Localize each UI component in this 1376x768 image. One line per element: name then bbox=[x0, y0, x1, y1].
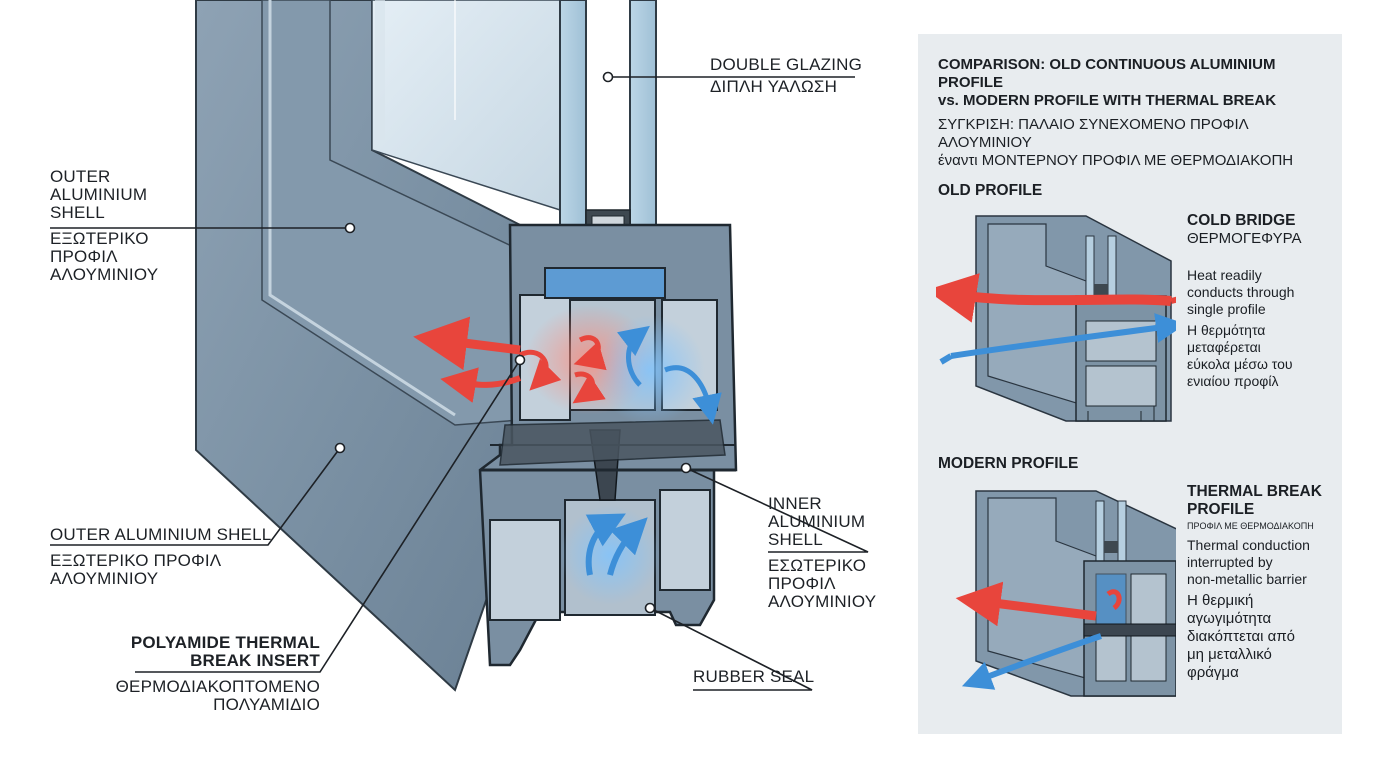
panel-title-gr-2: έναντι ΜΟΝΤΕΡΝΟΥ ΠΡΟΦΙΛ ΜΕ ΘΕΡΜΟΔΙΑΚΟΠΗ bbox=[938, 152, 1294, 169]
old-profile-desc: Heat readily conducts through single pro… bbox=[1187, 267, 1294, 390]
hot-flow-arrow-icon bbox=[413, 316, 607, 404]
panel-title: COMPARISON: OLD CONTINUOUS ALUMINIUM PRO… bbox=[938, 56, 1342, 170]
panel-title-en-1: COMPARISON: OLD CONTINUOUS ALUMINIUM PRO… bbox=[938, 56, 1276, 91]
old-profile-illustration bbox=[936, 215, 1176, 422]
inner-shell-gr-1: ΕΣΩΤΕΡΙΚΟ bbox=[768, 556, 867, 575]
label-polyamide: POLYAMIDE THERMAL BREAK INSERT ΘΕΡΜΟΔΙΑΚ… bbox=[100, 634, 320, 714]
polyamide-en-1: POLYAMIDE THERMAL bbox=[130, 633, 320, 652]
label-inner-shell: INNER ALUMINIUM SHELL ΕΣΩΤΕΡΙΚΟ ΠΡΟΦΙΛ Α… bbox=[768, 495, 876, 611]
outer-shell-top-en-3: SHELL bbox=[50, 203, 105, 222]
inner-shell-en-3: SHELL bbox=[768, 530, 823, 549]
outer-shell-top-gr-2: ΠΡΟΦΙΛ bbox=[50, 247, 118, 266]
inner-shell-en-1: INNER bbox=[768, 494, 822, 513]
thermal-break-gr: ΠΡΟΦΙΛ ΜΕ ΘΕΡΜΟΔΙΑΚΟΠΗ bbox=[1187, 521, 1314, 531]
label-double-glazing: DOUBLE GLAZING ΔΙΠΛΗ ΥΑΛΩΣΗ bbox=[710, 56, 862, 96]
old-desc-gr-1: Η θερμότητα bbox=[1187, 322, 1266, 338]
modern-profile-illustration bbox=[955, 490, 1176, 697]
old-desc-en-1: Heat readily bbox=[1187, 267, 1262, 283]
comparison-panel: COMPARISON: OLD CONTINUOUS ALUMINIUM PRO… bbox=[918, 34, 1342, 734]
outer-shell-bottom-en: OUTER ALUMINIUM SHELL bbox=[50, 525, 272, 544]
old-desc-gr-2: μεταφέρεται bbox=[1187, 339, 1261, 355]
polyamide-en-2: BREAK INSERT bbox=[190, 651, 320, 670]
old-profile-heading: OLD PROFILE bbox=[938, 182, 1043, 199]
leader-dot-icon bbox=[334, 71, 692, 614]
polyamide-gr-2: ΠΟΛΥΑΜΙΔΙΟ bbox=[213, 695, 320, 714]
modern-desc-gr-2: αγωγιμότητα bbox=[1187, 610, 1272, 627]
modern-desc-gr-1: Η θερμική bbox=[1187, 592, 1254, 609]
modern-desc-en-2: interrupted by bbox=[1187, 554, 1273, 570]
window-profile-illustration bbox=[50, 0, 869, 692]
old-desc-en-3: single profile bbox=[1187, 301, 1266, 317]
label-double-glazing-en: DOUBLE GLAZING bbox=[710, 55, 863, 74]
inner-shell-gr-2: ΠΡΟΦΙΛ bbox=[768, 574, 836, 593]
modern-desc-gr-3: διακόπτεται από bbox=[1187, 628, 1296, 645]
modern-profile-desc: Thermal conduction interrupted by non-me… bbox=[1187, 537, 1310, 682]
panel-title-en-2: vs. MODERN PROFILE WITH THERMAL BREAK bbox=[938, 92, 1277, 109]
old-profile-label: COLD BRIDGE ΘΕΡΜΟΓΕΦΥΡΑ bbox=[1187, 212, 1302, 248]
label-rubber-seal: RUBBER SEAL bbox=[693, 668, 814, 686]
old-desc-en-2: conducts through bbox=[1187, 284, 1295, 300]
cold-bridge-en: COLD BRIDGE bbox=[1187, 212, 1296, 229]
label-outer-shell-bottom: OUTER ALUMINIUM SHELL ΕΞΩΤΕΡΙΚΟ ΠΡΟΦΙΛ Α… bbox=[50, 526, 271, 588]
outer-shell-top-en-2: ALUMINIUM bbox=[50, 185, 148, 204]
cold-flow-arrow-icon bbox=[585, 325, 722, 576]
panel-title-gr-1: ΣΥΓΚΡΙΣΗ: ΠΑΛΑΙΟ ΣΥΝΕΧΟΜΕΝΟ ΠΡΟΦΙΛ ΑΛΟΥΜ… bbox=[938, 116, 1248, 151]
outer-shell-top-gr-3: ΑΛΟΥΜΙΝΙΟΥ bbox=[50, 265, 159, 284]
modern-profile-heading: MODERN PROFILE bbox=[938, 455, 1079, 472]
inner-shell-en-2: ALUMINIUM bbox=[768, 512, 866, 531]
outer-shell-bottom-gr-1: ΕΞΩΤΕΡΙΚΟ ΠΡΟΦΙΛ bbox=[50, 551, 222, 570]
old-desc-gr-4: ενιαίου προφίλ bbox=[1187, 373, 1279, 389]
modern-profile-label: THERMAL BREAK PROFILE ΠΡΟΦΙΛ ΜΕ ΘΕΡΜΟΔΙΑ… bbox=[1187, 483, 1322, 531]
polyamide-gr-1: ΘΕΡΜΟΔΙΑΚΟΠΤΟΜΕΝΟ bbox=[115, 677, 320, 696]
label-outer-shell-top: OUTER ALUMINIUM SHELL ΕΞΩΤΕΡΙΚΟ ΠΡΟΦΙΛ Α… bbox=[50, 168, 158, 284]
modern-desc-en-1: Thermal conduction bbox=[1187, 537, 1310, 553]
label-double-glazing-gr: ΔΙΠΛΗ ΥΑΛΩΣΗ bbox=[710, 77, 838, 96]
thermal-break-en-1: THERMAL BREAK bbox=[1187, 483, 1322, 500]
rubber-seal-en: RUBBER SEAL bbox=[693, 667, 815, 686]
cold-bridge-gr: ΘΕΡΜΟΓΕΦΥΡΑ bbox=[1187, 230, 1302, 247]
outer-shell-bottom-gr-2: ΑΛΟΥΜΙΝΙΟΥ bbox=[50, 569, 159, 588]
old-desc-gr-3: εύκολα μέσω του bbox=[1187, 356, 1293, 372]
outer-shell-top-gr-1: ΕΞΩΤΕΡΙΚΟ bbox=[50, 229, 149, 248]
inner-shell-gr-3: ΑΛΟΥΜΙΝΙΟΥ bbox=[768, 592, 877, 611]
thermal-break-en-2: PROFILE bbox=[1187, 501, 1255, 518]
outer-shell-top-en-1: OUTER bbox=[50, 167, 111, 186]
modern-desc-gr-5: φράγμα bbox=[1187, 664, 1239, 681]
modern-desc-en-3: non-metallic barrier bbox=[1187, 571, 1307, 587]
modern-desc-gr-4: μη μεταλλικό bbox=[1187, 646, 1272, 663]
